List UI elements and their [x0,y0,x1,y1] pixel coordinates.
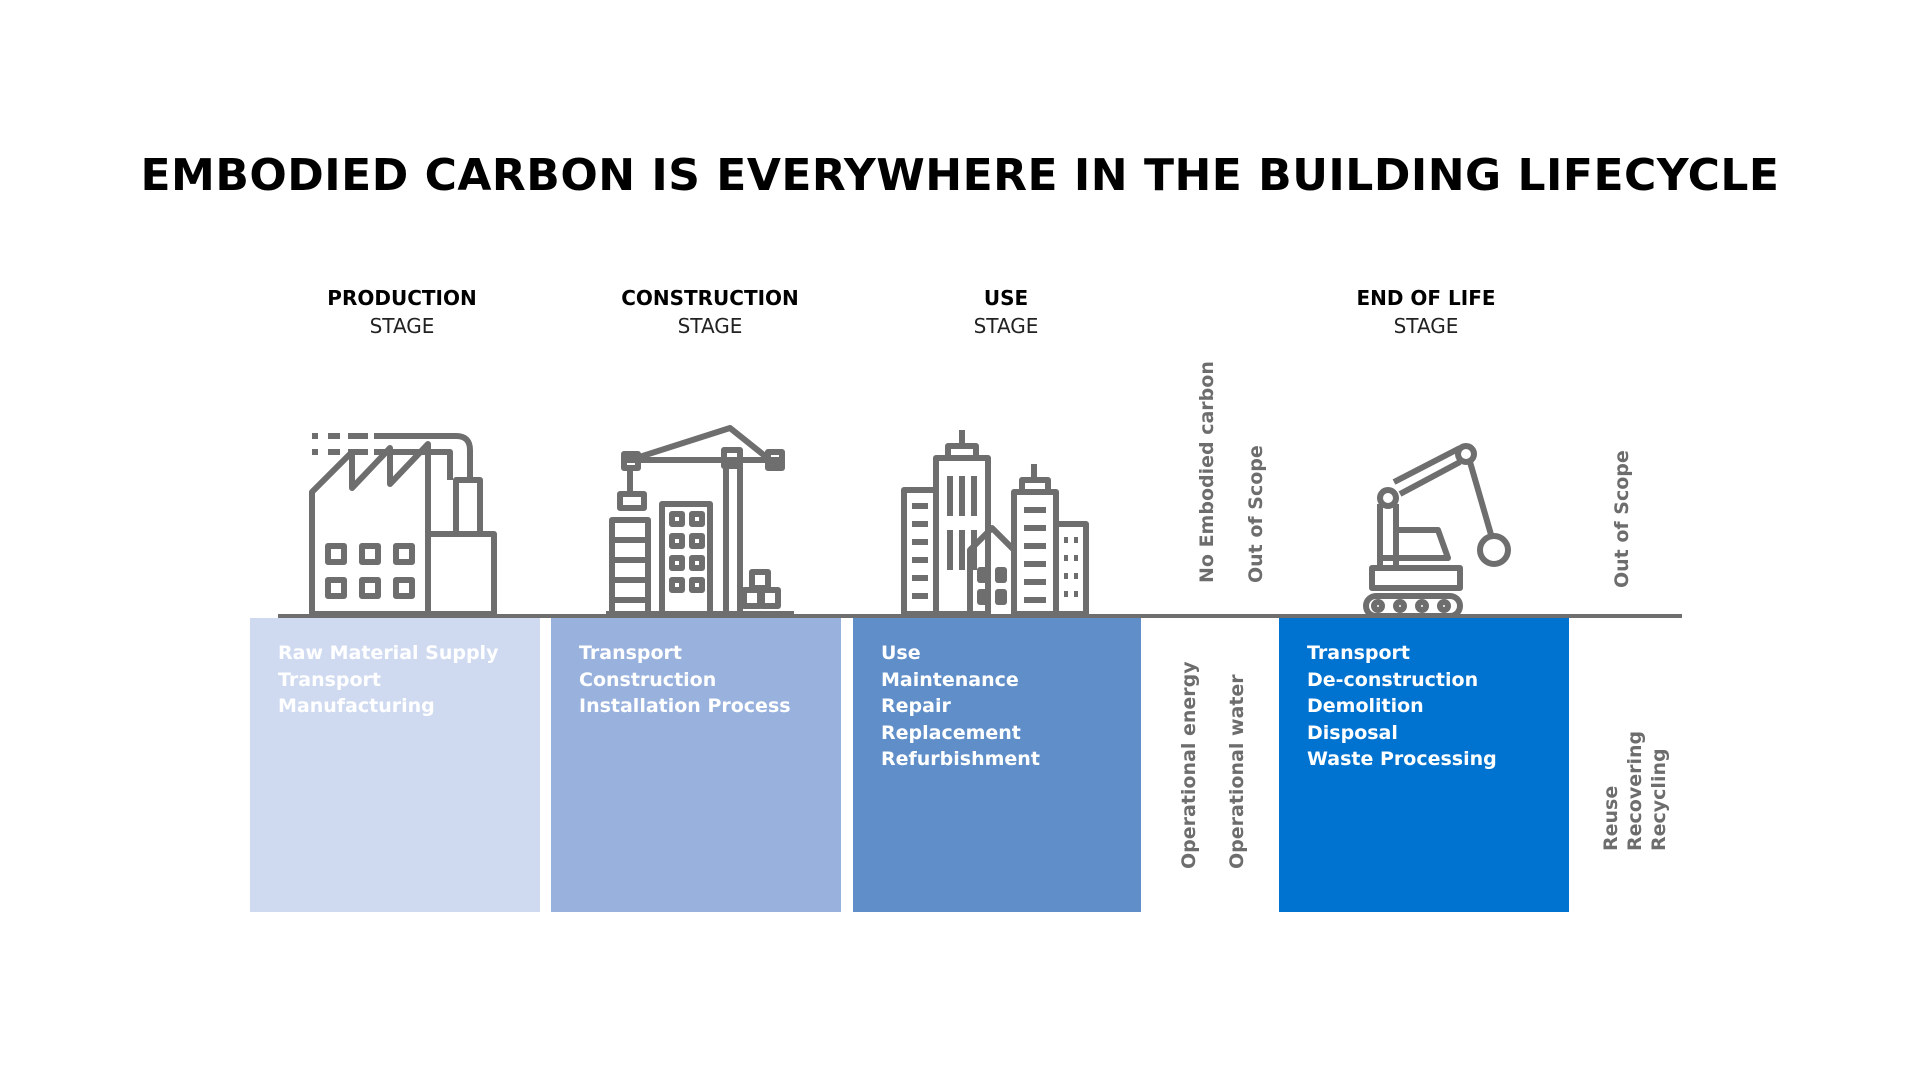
operational-energy-label: Operational energy [1178,661,1200,869]
list-item: Raw Material Supply [278,642,499,664]
excavator-icon [1356,436,1526,620]
stage-name: END OF LIFE [1356,286,1496,310]
stage-header-production: PRODUCTION STAGE [262,284,542,340]
no-embodied-carbon-label: No Embodied carbon [1196,361,1218,583]
list-item: Maintenance [881,668,1019,691]
stage-name: CONSTRUCTION [621,286,799,310]
list-item: Manufacturing [278,695,435,717]
list-item: Reuse [1600,785,1622,851]
list-item: Use [881,642,921,664]
list-item: Recovering [1624,730,1646,851]
stage-sub: STAGE [369,314,435,338]
reuse-recovery-list: Reuse Recovering Recycling [1599,701,1675,851]
factory-icon [300,430,500,620]
stage-name: PRODUCTION [327,286,477,310]
list-item: Transport [278,668,382,691]
ground-line [278,614,1682,618]
stage-sub: STAGE [677,314,743,338]
list-item: Transport [579,642,683,664]
list-item: Installation Process [579,695,791,717]
stage-box-construction: Transport Construction Installation Proc… [551,618,841,912]
out-of-scope-label: Out of Scope [1245,445,1267,583]
list-item: Construction [579,668,717,691]
buildings-icon [896,420,1096,620]
list-item: Repair [881,695,951,717]
stage-header-use: USE STAGE [866,284,1146,340]
stage-sub: STAGE [973,314,1039,338]
stage-sub: STAGE [1393,314,1459,338]
crane-icon [600,420,800,620]
stage-name: USE [983,286,1029,310]
list-item: Disposal [1307,721,1398,744]
list-item: Refurbishment [881,748,1040,770]
list-item: Transport [1307,642,1411,664]
list-item: Waste Processing [1307,748,1497,770]
list-item: Replacement [881,721,1021,744]
stage-header-construction: CONSTRUCTION STAGE [570,284,850,340]
stage-box-end-of-life: Transport De-construction Demolition Dis… [1279,618,1569,912]
operational-water-label: Operational water [1226,674,1248,869]
list-item: Demolition [1307,695,1424,717]
page-title: EMBODIED CARBON IS EVERYWHERE IN THE BUI… [140,150,1780,201]
stage-box-use: Use Maintenance Repair Replacement Refur… [853,618,1141,912]
stage-box-production: Raw Material Supply Transport Manufactur… [250,618,540,912]
list-item: Recycling [1648,748,1670,851]
list-item: De-construction [1307,668,1479,691]
out-of-scope-label-beyond: Out of Scope [1611,450,1633,588]
stage-header-end-of-life: END OF LIFE STAGE [1286,284,1566,340]
